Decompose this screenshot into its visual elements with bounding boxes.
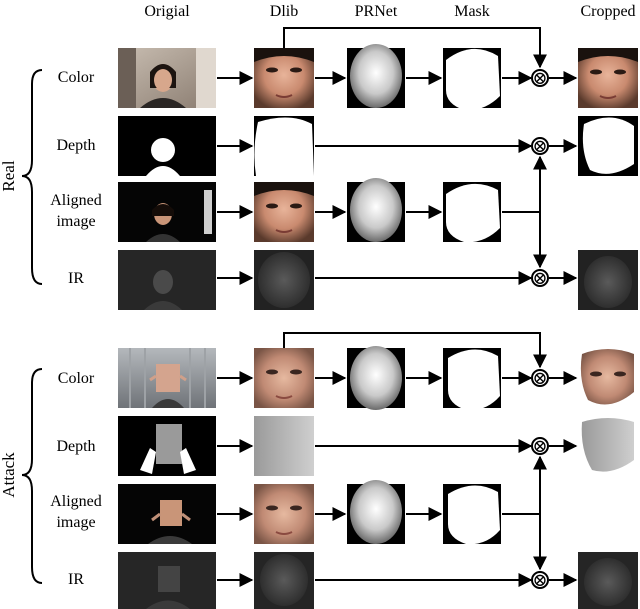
column-header-dlib: Dlib	[270, 3, 298, 20]
real-depth-original-image	[118, 116, 216, 176]
row-label-attack-depth: Depth	[56, 438, 95, 455]
multiply-operator: ⊗	[532, 436, 547, 456]
column-header-prnet: PRNet	[355, 3, 398, 20]
real-depth-cropped-face	[578, 116, 638, 176]
row-label-real-ir: IR	[68, 270, 84, 287]
attack-ir-original-image	[118, 552, 216, 609]
real-color-prnet-map	[347, 44, 405, 108]
attack-arrows	[217, 332, 578, 587]
attack-depth-dlib-face	[254, 416, 314, 476]
attack-ir-cropped-face	[578, 552, 638, 609]
multiply-operator: ⊗	[532, 268, 547, 288]
real-ir-dlib-face	[254, 250, 314, 310]
real-depth-dlib-face	[254, 116, 314, 176]
row-label-real-color: Color	[58, 69, 95, 86]
row-label-attack-color: Color	[58, 370, 95, 387]
real-aligned-original-image	[118, 182, 216, 242]
row-label-real-aligned-2: image	[56, 213, 95, 230]
real-multiply-nodes: ⊗ ⊗ ⊗	[531, 68, 549, 288]
attack-color-prnet-map	[347, 346, 405, 410]
row-label-attack-aligned-1: Aligned	[50, 493, 102, 510]
real-color-cropped-face	[578, 48, 638, 108]
row-label-attack-aligned-2: image	[56, 514, 95, 531]
real-arrows	[217, 27, 578, 285]
group-label-attack: Attack	[0, 452, 18, 498]
real-aligned-mask	[443, 182, 501, 243]
real-ir-original-image	[118, 250, 216, 310]
brace-attack	[21, 368, 43, 584]
attack-aligned-prnet-map	[347, 480, 405, 544]
attack-aligned-original-image	[118, 484, 216, 544]
attack-multiply-nodes: ⊗ ⊗ ⊗	[531, 368, 549, 590]
column-header-mask: Mask	[454, 3, 490, 20]
multiply-operator: ⊗	[532, 570, 547, 590]
attack-aligned-dlib-face	[254, 484, 314, 544]
attack-color-original-image	[118, 348, 216, 408]
real-color-dlib-face	[254, 48, 314, 108]
multiply-operator: ⊗	[532, 68, 547, 88]
column-header-cropped: Cropped	[580, 3, 635, 20]
real-aligned-prnet-map	[347, 178, 405, 242]
column-header-original: Origial	[144, 3, 190, 20]
row-label-real-aligned-1: Aligned	[50, 192, 102, 209]
row-label-attack-ir: IR	[68, 571, 84, 588]
attack-color-dlib-face	[254, 348, 314, 408]
real-color-mask	[443, 48, 501, 111]
brace-real	[21, 69, 43, 285]
attack-depth-cropped-face	[578, 416, 638, 476]
multiply-operator: ⊗	[532, 136, 547, 156]
attack-ir-dlib-face	[254, 552, 314, 609]
group-label-real: Real	[0, 160, 18, 191]
attack-depth-original-image	[118, 416, 216, 476]
multiply-operator: ⊗	[532, 368, 547, 388]
row-label-real-depth: Depth	[56, 137, 95, 154]
real-color-original-image	[118, 48, 216, 108]
attack-color-cropped-face	[578, 348, 638, 408]
attack-aligned-mask	[443, 484, 501, 545]
real-ir-cropped-face	[578, 250, 638, 310]
attack-color-mask	[443, 348, 501, 411]
real-aligned-dlib-face	[254, 182, 314, 242]
